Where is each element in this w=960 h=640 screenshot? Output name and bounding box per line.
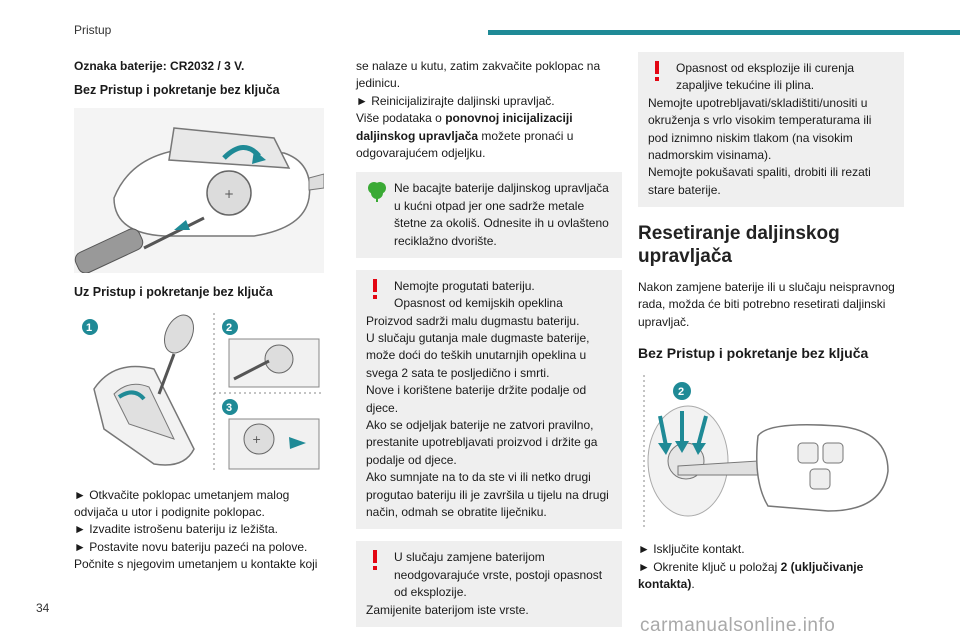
battery-label: Oznaka baterije: CR2032 / 3 V. [74, 59, 245, 73]
ignition-position: 2 (uključivanje kontakta) [638, 559, 864, 591]
heading-without-keyless: Bez Pristup i pokretanje bez ključa [74, 83, 280, 98]
battery-type-line-1: U slučaju zamjene baterijom neodgovaraju… [394, 550, 603, 600]
more-info: Više podataka o ponovnoj inicijalizaciji… [356, 111, 574, 160]
ingestion-warning: Nemojte progutati bateriju. Opasnost od … [356, 269, 622, 530]
paragraph-start: Počnite s njegovim umetanjem u kontakte … [74, 557, 318, 572]
explosion-warning: Opasnost od eksplozije ili curenja zapal… [638, 52, 904, 208]
more-info-link-text: ponovnoj inicijalizaciji daljinskog upra… [356, 111, 573, 143]
heading-with-keyless: Uz Pristup i pokretanje bez ključa [74, 284, 273, 299]
warning-line-4: U slučaju gutanja male dugmaste baterije… [366, 331, 590, 380]
reinit-step: ► Reinicijalizirajte daljinski upravljač… [356, 93, 555, 108]
key-battery-illustration: + [74, 107, 324, 273]
svg-text:+: + [252, 433, 261, 446]
environment-note: Ne bacajte baterije daljinskog upravljač… [356, 172, 622, 258]
step-3: ► Postavite novu bateriju pazeći na polo… [74, 539, 308, 554]
warning-line-1: Nemojte progutati bateriju. [394, 278, 535, 293]
warning-exclamation-icon [366, 278, 384, 305]
step-badge-1: 1 [86, 322, 92, 334]
warning-line-2: Opasnost od kemijskih opeklina [394, 296, 563, 311]
environment-text: Ne bacajte baterije daljinskog upravljač… [394, 181, 609, 248]
explosion-line-2: Nemojte upotrebljavati/skladištiti/unosi… [648, 95, 872, 162]
reset-step-2: ► Okrenite ključ u položaj 2 (uključivan… [638, 559, 864, 591]
sub-heading: Bez Pristup i pokretanje bez ključa [638, 344, 869, 361]
column-2: se nalaze u kutu, zatim zakvačite poklop… [356, 58, 622, 639]
reset-intro: Nakon zamjene baterije ili u slučaju nei… [638, 279, 895, 329]
explosion-line-1: Opasnost od eksplozije ili curenja zapal… [676, 61, 855, 93]
column-1: Oznaka baterije: CR2032 / 3 V. Bez Prist… [74, 58, 324, 574]
step-badge-3: 3 [226, 402, 232, 414]
step-badge-2: 2 [226, 322, 232, 334]
column-3: Opasnost od eksplozije ili curenja zapal… [638, 52, 904, 593]
key-ignition-illustration: 2 [638, 371, 904, 532]
paragraph-continued: se nalaze u kutu, zatim zakvačite poklop… [356, 59, 601, 91]
keyless-battery-illustration: 1 2 3 + [74, 308, 324, 477]
page-number: 34 [36, 601, 50, 615]
section-heading: Resetiranje daljinskog upravljača [638, 223, 840, 267]
warning-exclamation-icon [648, 60, 666, 87]
battery-type-line-2: Zamijenite baterijom iste vrste. [366, 602, 529, 617]
warning-line-7: Ako sumnjate na to da ste vi ili netko d… [366, 470, 609, 519]
warning-line-5: Nove i korištene baterije držite podalje… [366, 383, 587, 415]
svg-text:+: + [224, 187, 234, 201]
eco-leaf-icon [366, 180, 388, 207]
explosion-line-3: Nemojte pokušavati spaliti, drobiti ili … [648, 165, 871, 197]
warning-exclamation-icon [366, 549, 384, 576]
battery-type-warning: U slučaju zamjene baterijom neodgovaraju… [356, 541, 622, 627]
watermark: carmanualsonline.info [640, 615, 836, 636]
step-1: ► Otkvačite poklopac umetanjem malog odv… [74, 487, 290, 520]
reset-step-1: ► Isključite kontakt. [638, 542, 745, 557]
section-title: Pristup [74, 23, 112, 37]
warning-line-6: Ako se odjeljak baterije ne zatvori prav… [366, 418, 598, 467]
step-2: ► Izvadite istrošenu bateriju iz ležišta… [74, 522, 278, 537]
ignition-badge: 2 [678, 386, 684, 398]
header-accent-bar [488, 30, 960, 35]
warning-line-3: Proizvod sadrži malu dugmastu bateriju. [366, 313, 580, 328]
